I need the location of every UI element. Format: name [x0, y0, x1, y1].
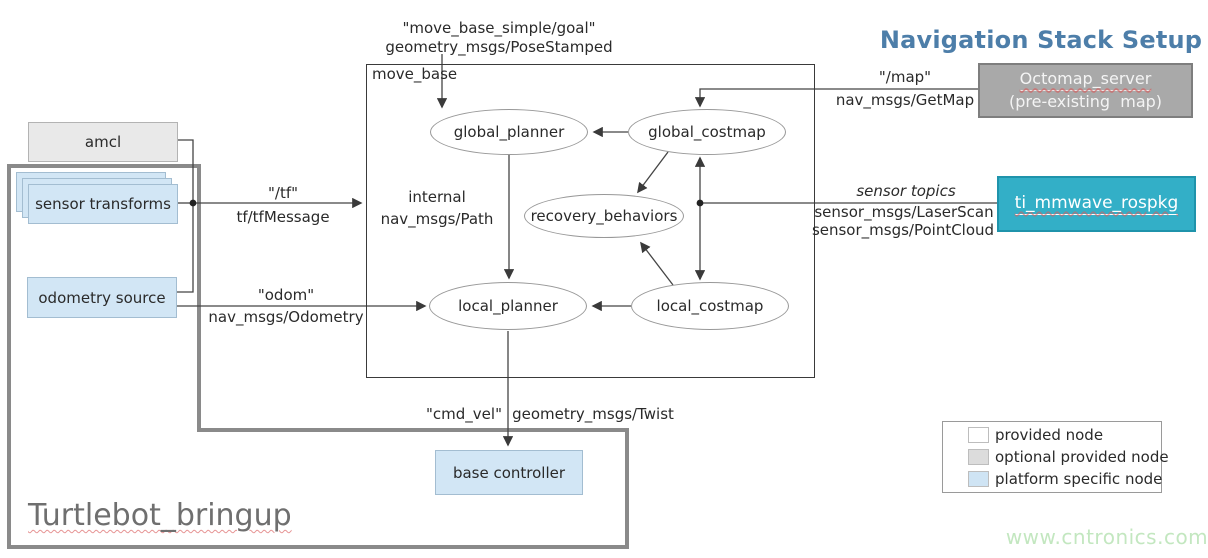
legend-label-platform: platform specific node [995, 470, 1163, 488]
junction-dot-sensor [696, 199, 704, 207]
base-controller-label: base controller [452, 463, 566, 482]
global-planner-label: global_planner [453, 123, 565, 141]
odom-msgtype-label: nav_msgs/Odometry [208, 307, 364, 326]
turtlebot-bringup-label: Turtlebot_bringup [28, 498, 292, 533]
map-msgtype-label: nav_msgs/GetMap [835, 90, 975, 109]
node-sensor-transforms: sensor transforms [28, 184, 178, 224]
node-base-controller: base controller [435, 450, 583, 495]
node-global-costmap: global_costmap [628, 109, 786, 155]
page-title: Navigation Stack Setup [879, 26, 1203, 54]
laserscan-msgtype-label: sensor_msgs/LaserScan [814, 202, 994, 221]
line-amcl-odometry-connector [177, 139, 194, 293]
legend-swatch-provided [968, 427, 989, 443]
node-global-planner: global_planner [430, 109, 588, 155]
local-planner-label: local_planner [458, 297, 558, 315]
legend-label-provided: provided node [995, 426, 1104, 444]
junction-dot-tf [189, 199, 197, 207]
sensor-topics-label: sensor topics [856, 181, 956, 200]
cmdvel-msgtype-label: geometry_msgs/Twist [512, 404, 674, 423]
odom-topic-label: "odom" [257, 285, 315, 304]
sensor-transforms-label: sensor transforms [35, 195, 171, 213]
odometry-source-label: odometry source [38, 288, 166, 307]
cmdvel-topic-label: "cmd_vel" [426, 404, 502, 423]
legend-row-provided: provided node [968, 426, 1153, 444]
recovery-behaviors-label: recovery_behaviors [530, 207, 678, 225]
internal-msgtype-label: nav_msgs/Path [380, 209, 494, 228]
turtlebot-bringup-border [7, 164, 629, 549]
tf-topic-label: "/tf" [267, 183, 299, 202]
node-odometry-source: odometry source [27, 277, 177, 318]
node-recovery-behaviors: recovery_behaviors [524, 194, 684, 238]
node-ti-mmwave-rospkg: ti_mmwave_rospkg [997, 176, 1196, 232]
map-topic-label: "/map" [878, 67, 932, 86]
octomap-server-sublabel: (pre-existing map) [1008, 92, 1163, 111]
node-local-planner: local_planner [429, 282, 587, 330]
goal-topic-label: "move_base_simple/goal" [402, 18, 596, 37]
goal-msgtype-label: geometry_msgs/PoseStamped [385, 37, 613, 56]
node-amcl: amcl [28, 122, 178, 162]
internal-label: internal [408, 187, 466, 206]
arrow-localcostmap-to-recovery [640, 241, 674, 286]
legend-swatch-optional [968, 449, 989, 465]
local-costmap-label: local_costmap [656, 297, 764, 315]
amcl-label: amcl [84, 133, 122, 151]
node-octomap-server: Octomap_server (pre-existing map) [978, 63, 1193, 118]
tf-msgtype-label: tf/tfMessage [236, 207, 330, 226]
ti-mmwave-label: ti_mmwave_rospkg [1014, 193, 1179, 215]
node-local-costmap: local_costmap [631, 282, 789, 330]
arrow-globalcostmap-to-recovery [637, 151, 669, 194]
global-costmap-label: global_costmap [648, 123, 766, 141]
legend-row-optional: optional provided node [968, 448, 1169, 466]
legend-label-optional: optional provided node [995, 448, 1169, 466]
move-base-label: move_base [372, 65, 458, 83]
legend-row-platform: platform specific node [968, 470, 1162, 488]
legend-swatch-platform [968, 471, 989, 487]
legend: provided node optional provided node pla… [942, 421, 1169, 493]
watermark: www.cntronics.com [1005, 525, 1208, 549]
pointcloud-msgtype-label: sensor_msgs/PointCloud [811, 220, 995, 239]
move-base-container [366, 64, 815, 378]
arrow-map-to-global-costmap [694, 88, 978, 108]
octomap-server-label: Octomap_server [1019, 68, 1152, 91]
